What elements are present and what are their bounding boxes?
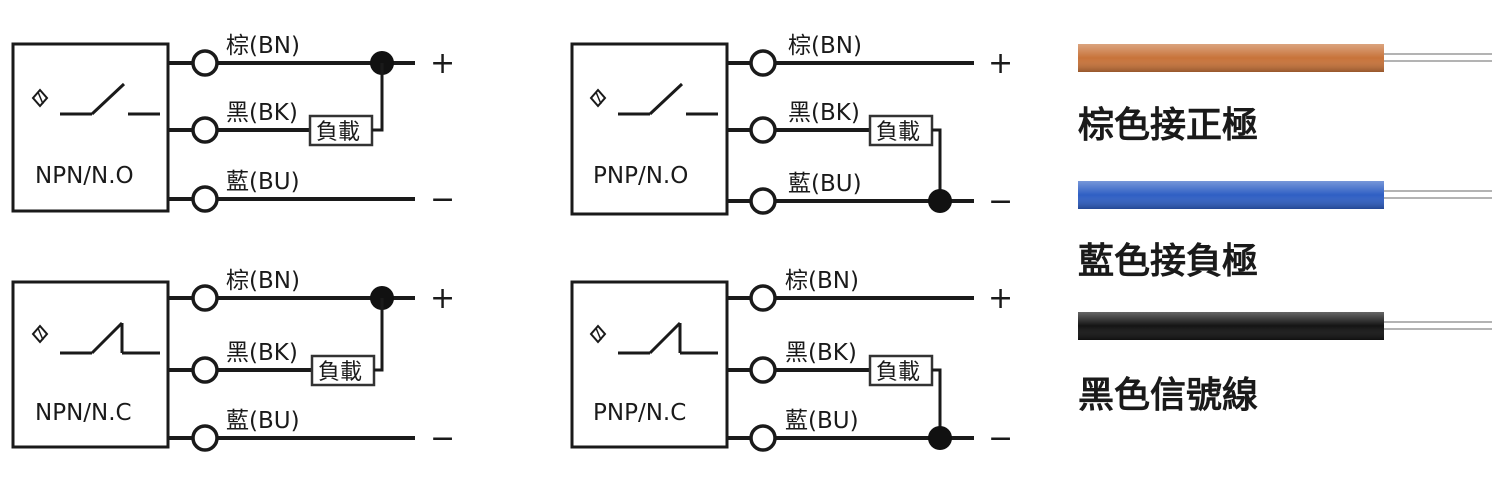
minus-sign: − [988,421,1013,456]
brown-cable-sample [1078,44,1492,72]
circuit-label: NPN/N.C [35,400,132,426]
load-label: 負載 [318,360,362,385]
terminal-blue [749,187,777,215]
brown-legend-text: 棕色接正極 [1078,105,1258,146]
switch-no-icon [618,82,718,116]
blue-wire-label: 藍(BU) [226,169,300,195]
sensor-box [570,280,729,449]
blue-cable-sample [1078,181,1492,209]
load-box [868,114,934,147]
terminal-brown [749,49,777,77]
sensor-symbol-icon [31,88,49,108]
minus-sign: − [988,184,1013,219]
sensor-symbol-icon [589,324,607,344]
plus-sign: + [430,46,455,81]
blue-legend-text: 藍色接負極 [1078,241,1258,282]
circuit-npn-nc: NPN/N.C 棕(BN) + 黑(BK) 負載 藍(BU) − [11,268,455,456]
black-wire-label: 黑(BK) [226,100,298,126]
sensor-box [11,280,170,449]
terminal-blue [191,185,219,213]
junction-dot [928,426,952,450]
plus-sign: + [988,46,1013,81]
black-legend-text: 黑色信號線 [1078,375,1258,416]
black-cable-sample [1078,312,1492,340]
terminal-blue [749,424,777,452]
circuit-pnp-nc: PNP/N.C 棕(BN) + 黑(BK) 負載 藍(BU) − [570,268,1013,456]
plus-sign: + [988,281,1013,316]
minus-sign: − [430,421,455,456]
circuit-label: PNP/N.C [593,400,686,426]
blue-wire-label: 藍(BU) [788,171,862,197]
switch-nc-icon [60,321,160,355]
circuit-npn-no: NPN/N.O 棕(BN) + 黑(BK) 負載 藍(BU) − [11,33,455,217]
black-wire-label: 黑(BK) [785,340,857,366]
plus-sign: + [430,281,455,316]
black-wire-label: 黑(BK) [226,340,298,366]
circuit-label: PNP/N.O [593,163,688,189]
sensor-symbol-icon [31,324,49,344]
blue-wire-label: 藍(BU) [785,408,859,434]
minus-sign: − [430,182,455,217]
sensor-symbol-icon [589,88,607,108]
terminal-brown [191,49,219,77]
load-box [868,354,934,387]
terminal-black [191,356,219,384]
circuit-pnp-no: PNP/N.O 棕(BN) + 黑(BK) 負載 藍(BU) − [570,33,1013,219]
black-wire-label: 黑(BK) [788,100,860,126]
switch-no-icon [60,82,160,116]
circuit-label: NPN/N.O [35,163,134,189]
load-label: 負載 [876,360,920,385]
load-label: 負載 [876,120,920,145]
switch-nc-icon [618,321,718,355]
brown-wire-label: 棕(BN) [785,268,859,294]
blue-wire-label: 藍(BU) [226,408,300,434]
load-label: 負載 [316,120,360,145]
terminal-brown [749,284,777,312]
sensor-box [570,42,729,216]
brown-wire-label: 棕(BN) [226,33,300,59]
brown-wire-label: 棕(BN) [788,33,862,59]
wire-color-legend: 棕色接正極 藍色接負極 黑色信號線 [1078,44,1492,416]
junction-dot [928,189,952,213]
terminal-brown [191,284,219,312]
terminal-blue [191,424,219,452]
brown-wire-label: 棕(BN) [226,268,300,294]
sensor-box [11,42,170,213]
terminal-black [749,116,777,144]
terminal-black [749,356,777,384]
terminal-black [191,116,219,144]
load-box [308,114,374,147]
